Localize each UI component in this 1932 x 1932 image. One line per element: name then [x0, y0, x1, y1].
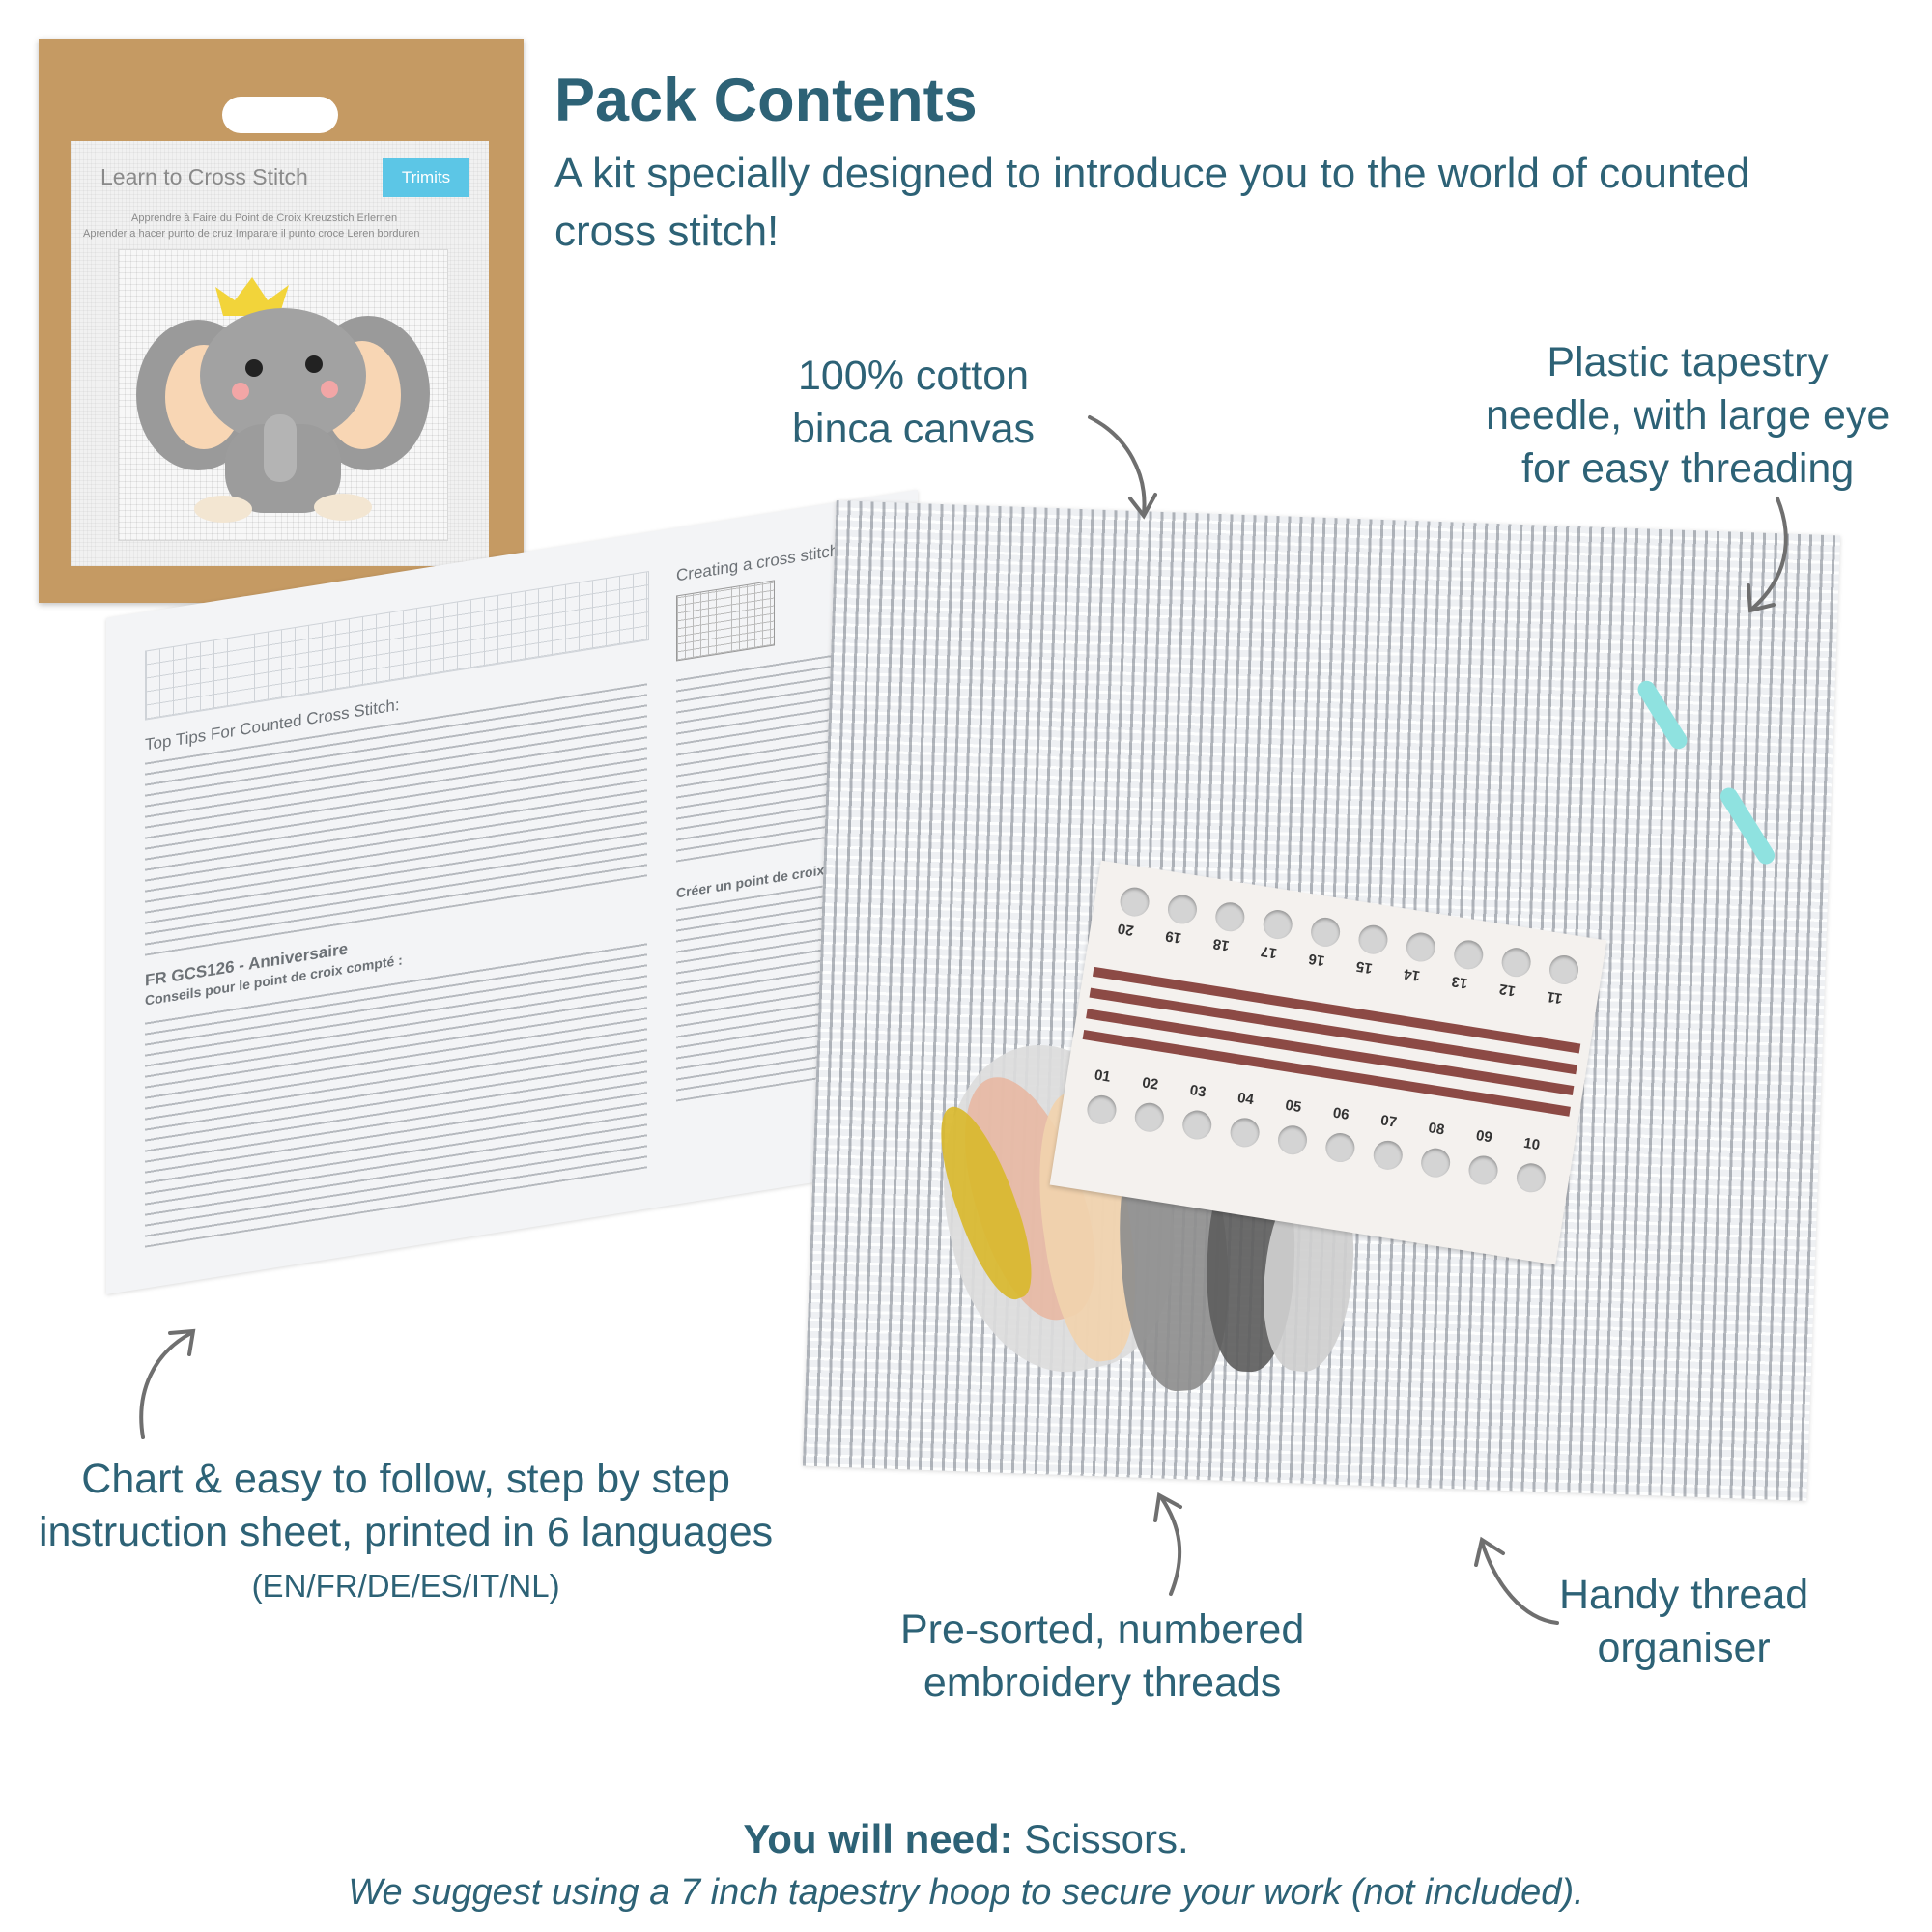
stitch-diagram [676, 580, 775, 662]
organiser-number: 17 [1259, 942, 1279, 962]
organiser-number: 15 [1354, 957, 1374, 977]
organiser-hole [1499, 946, 1533, 980]
arrow-organiser-icon [1480, 1540, 1559, 1625]
hang-hole [222, 97, 338, 133]
organiser-number: 12 [1497, 980, 1517, 1000]
label-sheet-languages: (EN/FR/DE/ES/IT/NL) [251, 1568, 560, 1604]
organiser-hole [1404, 930, 1438, 964]
organiser-number: 04 [1236, 1089, 1255, 1109]
organiser-number: 10 [1522, 1134, 1542, 1154]
organiser-number: 05 [1284, 1096, 1303, 1117]
you-will-need-label: You will need: [743, 1816, 1013, 1861]
organiser-hole [1323, 1130, 1357, 1165]
organiser-number: 08 [1427, 1120, 1446, 1139]
organiser-hole [1180, 1108, 1214, 1142]
organiser-hole [1085, 1093, 1119, 1127]
organiser-hole [1132, 1100, 1167, 1134]
organiser-hole [1418, 1146, 1453, 1179]
organiser-number: 18 [1211, 934, 1231, 954]
label-canvas-line1: 100% cotton [797, 353, 1030, 399]
label-needle-line1: Plastic tapestry [1547, 339, 1829, 385]
label-needle-line3: for easy threading [1521, 445, 1855, 492]
label-canvas-line2: binca canvas [792, 406, 1035, 452]
organiser-hole [1547, 952, 1581, 987]
label-threads-line2: embroidery threads [923, 1660, 1282, 1706]
organiser-hole [1452, 938, 1486, 972]
arrow-sheet-icon [139, 1331, 193, 1439]
organiser-number: 16 [1307, 950, 1326, 969]
package-window [118, 249, 448, 541]
you-will-need-items: Scissors. [1012, 1816, 1189, 1861]
label-canvas: 100% cotton binca canvas [792, 350, 1035, 456]
page-subtitle: A kit specially designed to introduce yo… [554, 150, 1750, 255]
arrow-canvas-icon [1088, 415, 1147, 516]
label-sheet: Chart & easy to follow, step by step ins… [39, 1453, 773, 1612]
organiser-hole [1213, 900, 1247, 934]
organiser-hole [1514, 1161, 1548, 1195]
label-sheet-line2: instruction sheet, printed in 6 language… [39, 1509, 774, 1555]
label-needle-line2: needle, with large eye [1486, 392, 1890, 439]
organiser-hole [1228, 1116, 1262, 1150]
elephant-icon [136, 277, 430, 523]
organiser-number: 11 [1546, 987, 1564, 1007]
label-organiser-line1: Handy thread [1559, 1572, 1809, 1618]
package-languages-1: Apprendre à Faire du Point de Croix Kreu… [131, 213, 398, 224]
package-front-card: Learn to Cross Stitch Trimits Apprendre … [71, 141, 489, 566]
hoop-suggestion: We suggest using a 7 inch tapestry hoop … [348, 1872, 1584, 1913]
organiser-number: 14 [1403, 965, 1422, 984]
brand-logo: Trimits [383, 158, 469, 197]
label-threads-line1: Pre-sorted, numbered [900, 1606, 1305, 1653]
package-title: Learn to Cross Stitch [100, 164, 308, 189]
sheet-heading-step: Creating a cross stitch: [676, 540, 843, 585]
organiser-number: 09 [1474, 1126, 1493, 1147]
organiser-stripe [1092, 966, 1581, 1054]
organiser-number: 20 [1116, 920, 1135, 939]
organiser-hole [1466, 1153, 1500, 1187]
organiser-number: 07 [1378, 1112, 1399, 1131]
you-will-need: You will need: Scissors. [0, 1816, 1932, 1862]
organiser-hole [1275, 1123, 1310, 1157]
organiser-number: 01 [1093, 1066, 1112, 1086]
organiser-number: 03 [1188, 1082, 1208, 1101]
product-package: Learn to Cross Stitch Trimits Apprendre … [39, 39, 524, 603]
organiser-hole [1165, 893, 1200, 926]
organiser-number: 13 [1450, 973, 1469, 992]
label-threads: Pre-sorted, numbered embroidery threads [900, 1604, 1304, 1710]
organiser-hole [1308, 915, 1343, 950]
organiser-number: 06 [1331, 1104, 1350, 1123]
organiser-number: 19 [1164, 927, 1183, 947]
organiser-hole [1118, 885, 1151, 919]
organiser-hole [1356, 923, 1390, 956]
label-sheet-line1: Chart & easy to follow, step by step [81, 1456, 730, 1502]
label-needle: Plastic tapestry needle, with large eye … [1486, 336, 1889, 496]
organiser-hole [1261, 907, 1294, 942]
page-title: Pack Contents [554, 67, 978, 134]
label-organiser-line2: organiser [1597, 1625, 1771, 1671]
package-languages-2: Aprender a hacer punto de cruz Imparare … [83, 228, 420, 240]
organiser-number: 02 [1141, 1074, 1160, 1094]
label-organiser: Handy thread organiser [1559, 1569, 1808, 1675]
arrow-threads-icon [1159, 1495, 1182, 1596]
instruction-sheet: Top Tips For Counted Cross Stitch: FR GC… [106, 489, 918, 1295]
organiser-hole [1371, 1138, 1405, 1173]
